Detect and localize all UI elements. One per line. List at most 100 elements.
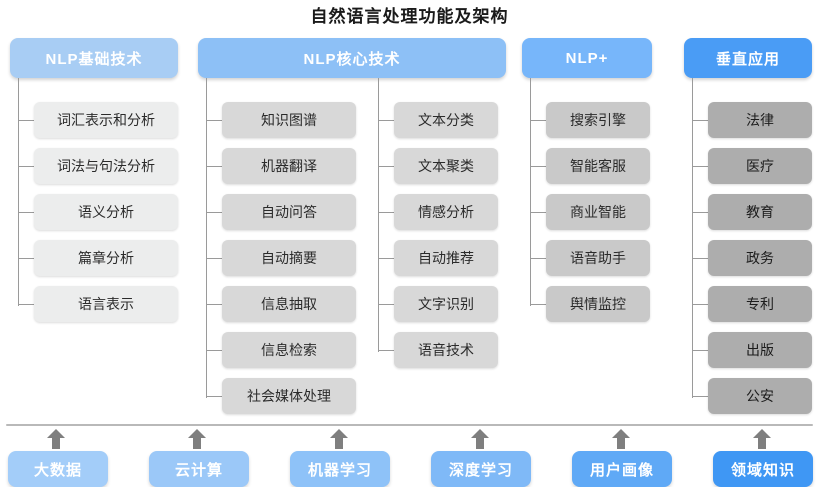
item-label: 情感分析 bbox=[418, 204, 474, 220]
trunk-nlp-core-left bbox=[206, 78, 207, 398]
up-arrow-icon bbox=[751, 428, 773, 450]
connector-stub bbox=[18, 120, 34, 121]
connector-stub bbox=[18, 212, 34, 213]
trunk-nlp-core-right bbox=[378, 78, 379, 352]
item-nlp-core-left-5[interactable]: 信息检索 bbox=[222, 332, 356, 368]
connector-stub bbox=[378, 212, 394, 213]
item-nlp-plus-3[interactable]: 语音助手 bbox=[546, 240, 650, 276]
item-label: 文本聚类 bbox=[418, 158, 474, 174]
connector-stub bbox=[378, 120, 394, 121]
item-nlp-core-left-0[interactable]: 知识图谱 bbox=[222, 102, 356, 138]
item-nlp-core-right-1[interactable]: 文本聚类 bbox=[394, 148, 498, 184]
item-nlp-core-right-5[interactable]: 语音技术 bbox=[394, 332, 498, 368]
header-vertical-application[interactable]: 垂直应用 bbox=[684, 38, 812, 78]
item-nlp-basic-1[interactable]: 词法与句法分析 bbox=[34, 148, 178, 184]
item-vertical-app-2[interactable]: 教育 bbox=[708, 194, 812, 230]
connector-stub bbox=[206, 166, 222, 167]
connector-stub bbox=[18, 304, 34, 305]
connector-stub bbox=[692, 304, 708, 305]
foundation-item-label: 用户画像 bbox=[589, 461, 654, 479]
item-label: 文字识别 bbox=[418, 296, 474, 312]
item-vertical-app-6[interactable]: 公安 bbox=[708, 378, 812, 414]
connector-stub bbox=[206, 212, 222, 213]
connector-stub bbox=[206, 258, 222, 259]
item-nlp-core-right-0[interactable]: 文本分类 bbox=[394, 102, 498, 138]
connector-stub bbox=[692, 396, 708, 397]
item-label: 自动摘要 bbox=[261, 250, 317, 266]
header-vertical-application-label: 垂直应用 bbox=[715, 50, 780, 68]
header-nlp-core-label: NLP核心技术 bbox=[303, 50, 401, 68]
item-vertical-app-3[interactable]: 政务 bbox=[708, 240, 812, 276]
item-nlp-plus-4[interactable]: 舆情监控 bbox=[546, 286, 650, 322]
item-vertical-app-4[interactable]: 专利 bbox=[708, 286, 812, 322]
item-vertical-app-5[interactable]: 出版 bbox=[708, 332, 812, 368]
item-nlp-core-right-4[interactable]: 文字识别 bbox=[394, 286, 498, 322]
connector-stub bbox=[530, 304, 546, 305]
item-label: 语义分析 bbox=[78, 204, 134, 220]
item-label: 社会媒体处理 bbox=[247, 388, 331, 404]
header-nlp-plus[interactable]: NLP+ bbox=[522, 38, 652, 78]
item-label: 政务 bbox=[746, 250, 774, 266]
trunk-vertical-app bbox=[692, 78, 693, 398]
item-nlp-core-left-2[interactable]: 自动问答 bbox=[222, 194, 356, 230]
item-nlp-plus-0[interactable]: 搜索引擎 bbox=[546, 102, 650, 138]
connector-stub bbox=[378, 258, 394, 259]
item-label: 信息抽取 bbox=[261, 296, 317, 312]
item-nlp-plus-1[interactable]: 智能客服 bbox=[546, 148, 650, 184]
item-nlp-core-left-6[interactable]: 社会媒体处理 bbox=[222, 378, 356, 414]
item-nlp-basic-0[interactable]: 词汇表示和分析 bbox=[34, 102, 178, 138]
item-vertical-app-0[interactable]: 法律 bbox=[708, 102, 812, 138]
item-nlp-basic-4[interactable]: 语言表示 bbox=[34, 286, 178, 322]
header-nlp-plus-label: NLP+ bbox=[565, 49, 609, 67]
item-nlp-core-right-2[interactable]: 情感分析 bbox=[394, 194, 498, 230]
foundation-item-5[interactable]: 领域知识 bbox=[713, 451, 813, 487]
connector-stub bbox=[692, 120, 708, 121]
foundation-item-4[interactable]: 用户画像 bbox=[572, 451, 672, 487]
item-label: 法律 bbox=[746, 112, 774, 128]
header-nlp-basic[interactable]: NLP基础技术 bbox=[10, 38, 178, 78]
foundation-item-label: 机器学习 bbox=[307, 461, 372, 479]
foundation-item-label: 领域知识 bbox=[730, 461, 795, 479]
item-nlp-core-left-4[interactable]: 信息抽取 bbox=[222, 286, 356, 322]
foundation-item-3[interactable]: 深度学习 bbox=[431, 451, 531, 487]
foundation-item-1[interactable]: 云计算 bbox=[149, 451, 249, 487]
item-label: 篇章分析 bbox=[78, 250, 134, 266]
item-label: 智能客服 bbox=[570, 158, 626, 174]
item-nlp-plus-2[interactable]: 商业智能 bbox=[546, 194, 650, 230]
item-label: 舆情监控 bbox=[570, 296, 626, 312]
connector-stub bbox=[206, 120, 222, 121]
trunk-nlp-basic bbox=[18, 78, 19, 306]
item-nlp-basic-2[interactable]: 语义分析 bbox=[34, 194, 178, 230]
header-nlp-core[interactable]: NLP核心技术 bbox=[198, 38, 506, 78]
connector-stub bbox=[692, 350, 708, 351]
foundation-item-2[interactable]: 机器学习 bbox=[290, 451, 390, 487]
item-nlp-core-right-3[interactable]: 自动推荐 bbox=[394, 240, 498, 276]
item-nlp-core-left-1[interactable]: 机器翻译 bbox=[222, 148, 356, 184]
connector-stub bbox=[206, 304, 222, 305]
connector-stub bbox=[378, 350, 394, 351]
up-arrow-icon bbox=[45, 428, 67, 450]
foundation-item-0[interactable]: 大数据 bbox=[8, 451, 108, 487]
item-label: 机器翻译 bbox=[261, 158, 317, 174]
connector-stub bbox=[530, 212, 546, 213]
item-label: 词汇表示和分析 bbox=[57, 112, 155, 128]
item-label: 知识图谱 bbox=[261, 112, 317, 128]
connector-stub bbox=[378, 304, 394, 305]
connector-stub bbox=[692, 258, 708, 259]
foundation-divider bbox=[6, 424, 813, 426]
item-label: 自动问答 bbox=[261, 204, 317, 220]
item-label: 专利 bbox=[746, 296, 774, 312]
connector-stub bbox=[18, 258, 34, 259]
up-arrow-icon bbox=[610, 428, 632, 450]
item-label: 文本分类 bbox=[418, 112, 474, 128]
item-label: 自动推荐 bbox=[418, 250, 474, 266]
item-nlp-basic-3[interactable]: 篇章分析 bbox=[34, 240, 178, 276]
item-label: 公安 bbox=[746, 388, 774, 404]
item-label: 信息检索 bbox=[261, 342, 317, 358]
up-arrow-icon bbox=[186, 428, 208, 450]
up-arrow-icon bbox=[328, 428, 350, 450]
foundation-item-label: 深度学习 bbox=[448, 461, 513, 479]
item-vertical-app-1[interactable]: 医疗 bbox=[708, 148, 812, 184]
item-nlp-core-left-3[interactable]: 自动摘要 bbox=[222, 240, 356, 276]
connector-stub bbox=[206, 350, 222, 351]
